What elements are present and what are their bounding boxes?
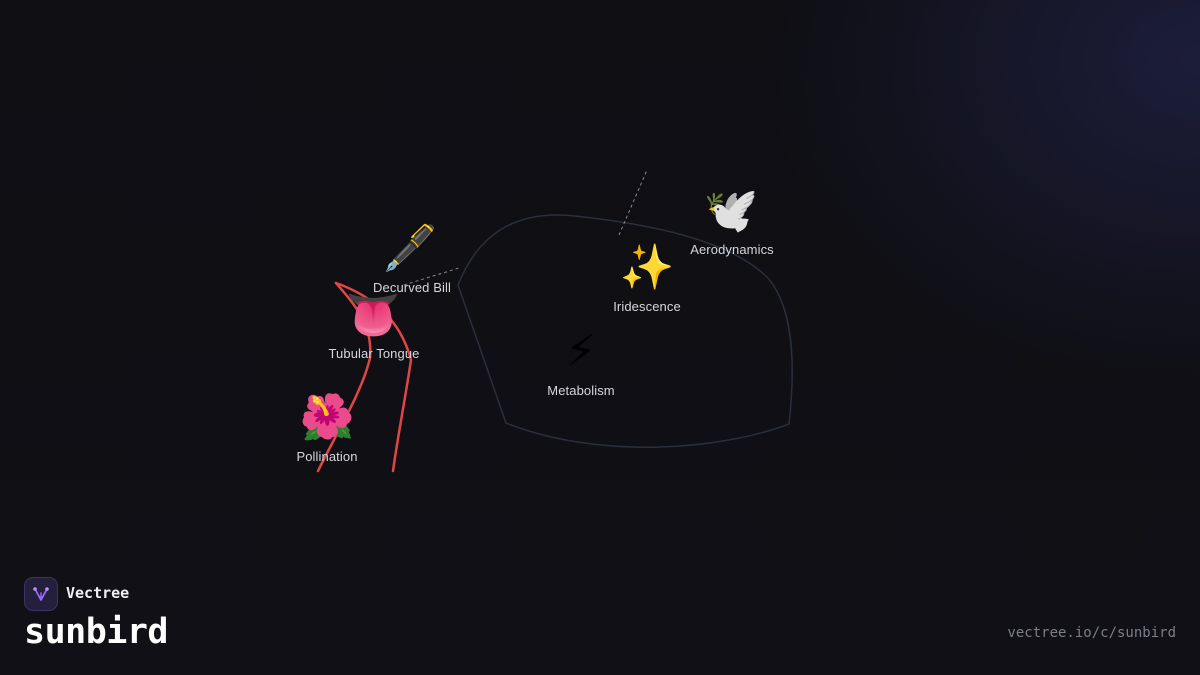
highlight-path-right xyxy=(334,281,413,473)
hibiscus-icon[interactable]: 🌺 xyxy=(299,392,355,443)
node-label-tubular-tongue[interactable]: Tubular Tongue xyxy=(328,346,420,361)
dove-icon[interactable]: 🕊️ xyxy=(703,185,759,236)
vectree-logo-icon xyxy=(24,577,58,611)
fountain-pen-icon[interactable]: 🖋️ xyxy=(382,223,438,274)
brand-name: Vectree xyxy=(66,584,130,602)
lightning-icon[interactable]: ⚡ xyxy=(565,326,597,377)
node-label-iridescence[interactable]: Iridescence xyxy=(613,299,681,314)
page-url[interactable]: vectree.io/c/sunbird xyxy=(1007,625,1176,641)
node-label-decurved-bill[interactable]: Decurved Bill xyxy=(373,280,451,295)
cluster-outline xyxy=(457,214,793,448)
node-label-aerodynamics[interactable]: Aerodynamics xyxy=(690,242,774,257)
sparkles-icon[interactable]: ✨ xyxy=(619,242,675,293)
highlight-path-left xyxy=(316,281,372,473)
page-title: sunbird xyxy=(24,612,169,652)
node-label-pollination[interactable]: Pollination xyxy=(296,449,358,464)
node-label-metabolism[interactable]: Metabolism xyxy=(547,383,615,398)
tongue-icon[interactable]: 👅 xyxy=(345,290,401,341)
